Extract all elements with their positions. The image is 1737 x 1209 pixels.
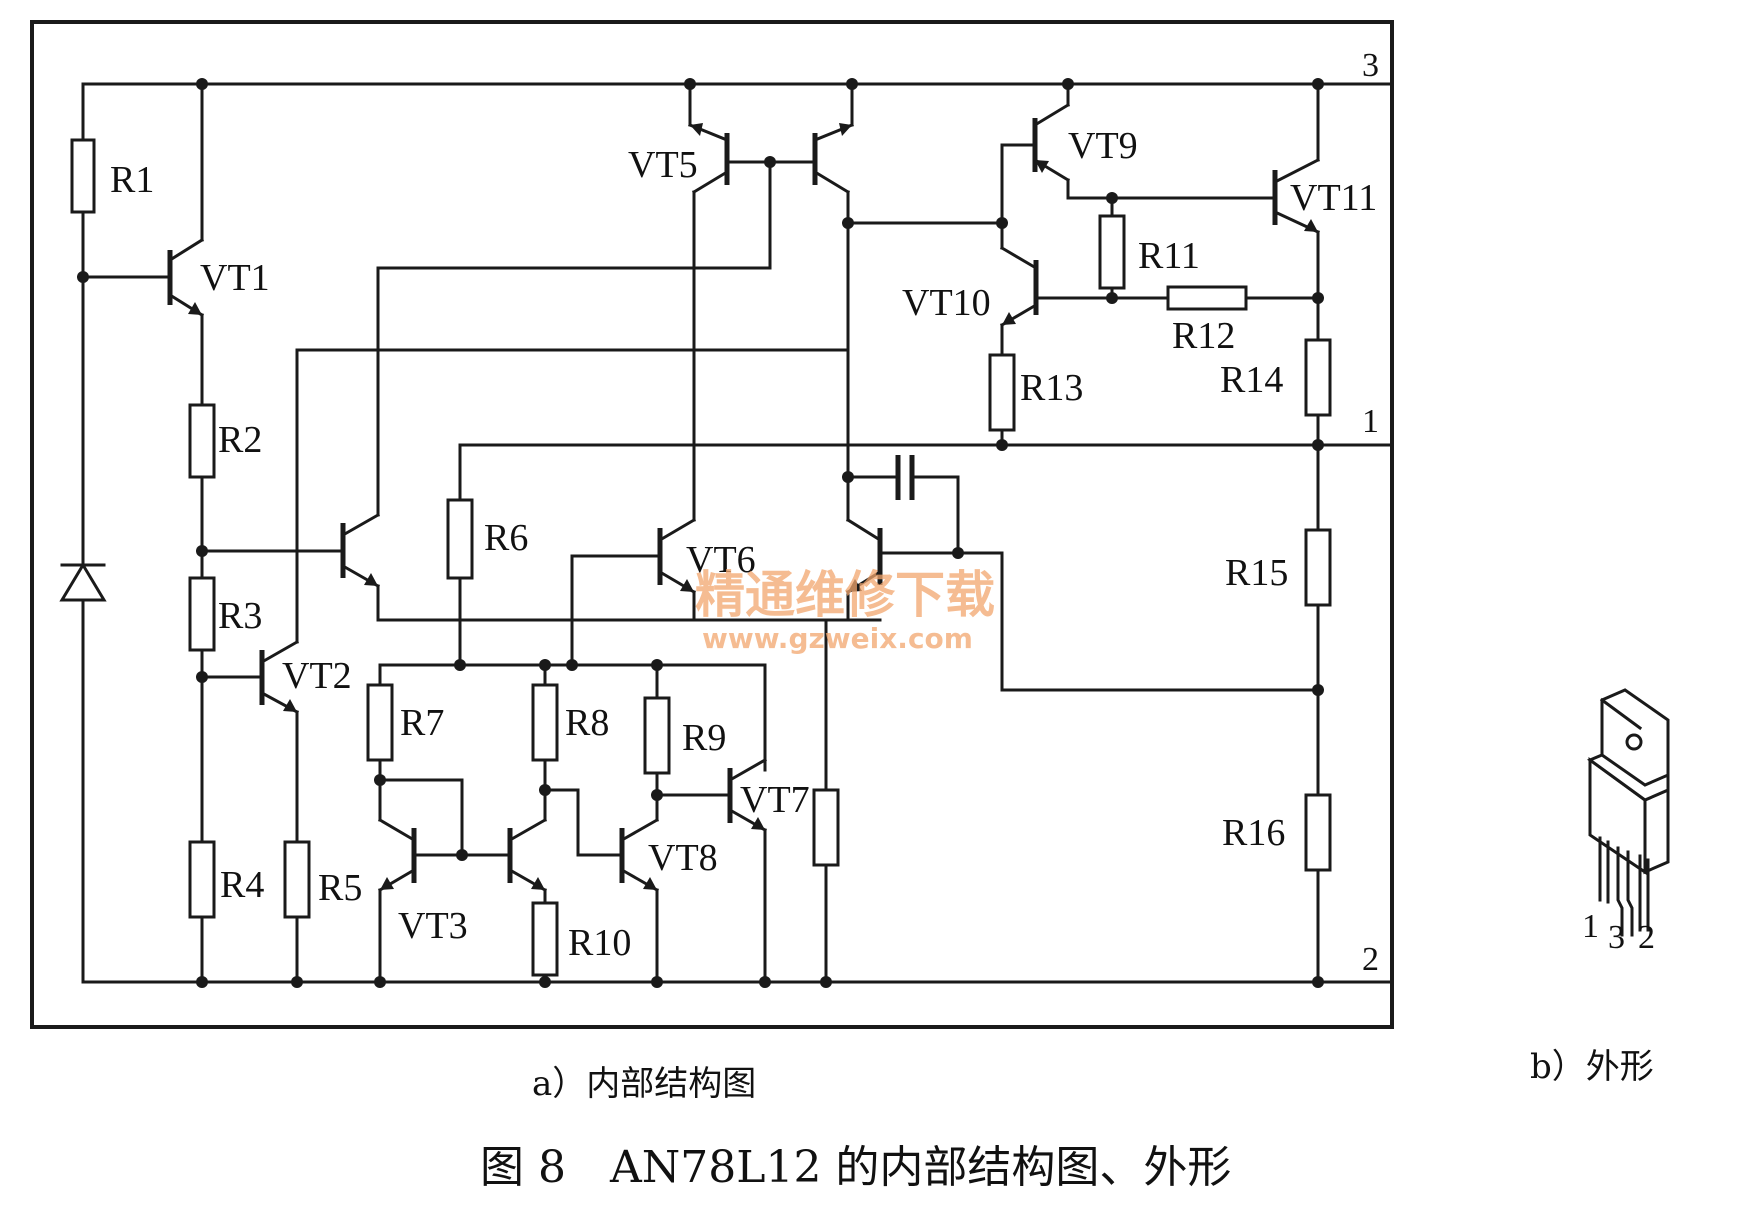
resistor-r10: R10 (531, 901, 631, 977)
resistor-r5: R5 (283, 840, 362, 919)
svg-text:VT5: VT5 (628, 144, 698, 186)
resistor-r14: R14 (1220, 338, 1332, 417)
svg-text:VT1: VT1 (200, 257, 270, 299)
resistor-r15: R15 (1225, 528, 1332, 607)
svg-text:R14: R14 (1220, 359, 1283, 401)
compensation-capacitor (846, 455, 960, 555)
transistor-vt5: VT5 (628, 82, 730, 522)
svg-text:R8: R8 (565, 702, 609, 744)
resistor-r1: R1 (70, 138, 154, 214)
resistor-unlabeled (812, 788, 840, 867)
resistor-r9: R9 (643, 696, 726, 775)
power-rail (81, 82, 1394, 984)
svg-text:VT6: VT6 (686, 539, 756, 581)
package-pin-2: 2 (1638, 919, 1655, 956)
svg-text:R15: R15 (1225, 552, 1288, 594)
svg-text:VT7: VT7 (740, 779, 810, 821)
pin-2-label: 2 (1362, 941, 1379, 978)
watermark-url: www.gzweix.com (702, 622, 973, 655)
svg-text:R4: R4 (220, 864, 264, 906)
svg-text:R1: R1 (110, 159, 154, 201)
transistor-vt3: VT3 (377, 778, 468, 947)
transistor-vt8: VT8 (619, 793, 718, 893)
transistor-vt6: VT6 (657, 517, 756, 595)
svg-text:R10: R10 (568, 922, 631, 964)
package-pin-3: 3 (1608, 919, 1625, 956)
frame-border (30, 20, 1394, 1029)
resistor-r11: R11 (1098, 214, 1200, 290)
caption-internal: a）内部结构图 (532, 1064, 756, 1104)
transistor-vt5-pair (812, 82, 854, 225)
resistor-r7: R7 (366, 683, 444, 762)
package-pin-1: 1 (1582, 908, 1599, 945)
svg-text:VT11: VT11 (1290, 177, 1377, 219)
resistor-r8: R8 (531, 683, 609, 762)
package-outline (1586, 688, 1670, 937)
svg-text:VT10: VT10 (902, 282, 991, 324)
resistor-r2: R2 (188, 403, 262, 479)
svg-text:R12: R12 (1172, 315, 1235, 357)
transistor-vt2: VT2 (259, 348, 847, 715)
transistor-vt1: VT1 (167, 82, 270, 318)
transistor-diff-pair (845, 517, 883, 595)
resistor-r6: R6 (446, 498, 528, 580)
resistor-r3: R3 (188, 576, 262, 652)
svg-text:VT2: VT2 (282, 655, 352, 697)
transistor-mirror (507, 788, 548, 893)
transistor-vt10: VT10 (902, 245, 1039, 328)
svg-text:VT8: VT8 (648, 837, 718, 879)
pin-3-label: 3 (1362, 47, 1379, 84)
svg-text:VT3: VT3 (398, 905, 468, 947)
pin-1-label: 1 (1362, 403, 1379, 440)
resistor-r13: R13 (988, 353, 1083, 432)
svg-text:R11: R11 (1138, 235, 1200, 277)
svg-text:R5: R5 (318, 867, 362, 909)
svg-text:R13: R13 (1020, 367, 1083, 409)
svg-text:VT9: VT9 (1068, 125, 1138, 167)
resistor-r4: R4 (188, 840, 264, 919)
transistor-vt11: VT11 (1272, 82, 1377, 234)
watermark-text: 精通维修下载 (695, 566, 995, 624)
transistor-vt9: VT9 (1032, 82, 1277, 200)
svg-text:R9: R9 (682, 717, 726, 759)
zener-diode (59, 562, 107, 602)
resistor-r16: R16 (1222, 793, 1332, 872)
svg-text:R6: R6 (484, 517, 528, 559)
svg-text:R7: R7 (400, 702, 444, 744)
transistor-vt4 (340, 266, 772, 589)
caption-outline: b）外形 (1530, 1047, 1654, 1087)
svg-text:R16: R16 (1222, 812, 1285, 854)
svg-text:R3: R3 (218, 595, 262, 637)
transistor-vt7: VT7 (727, 757, 810, 833)
svg-text:R2: R2 (218, 419, 262, 461)
resistor-r12: R12 (1166, 285, 1248, 357)
figure-title: 图 8 AN78L12 的内部结构图、外形 (480, 1142, 1231, 1193)
